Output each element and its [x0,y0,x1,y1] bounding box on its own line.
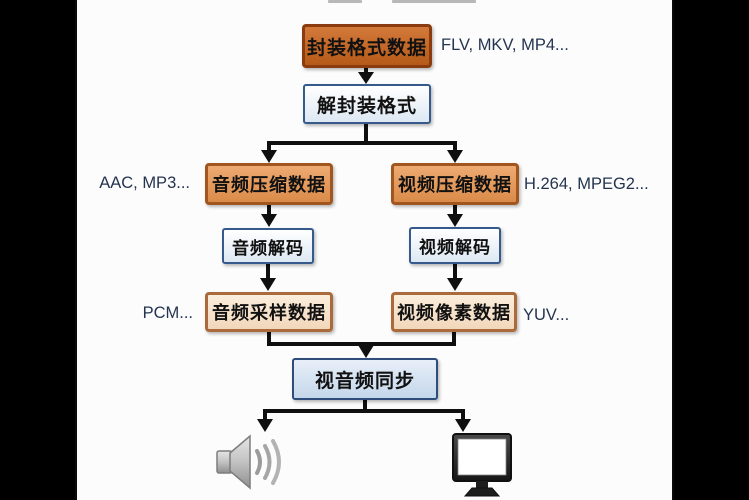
video-artifact [328,0,362,3]
annotation-audio-codecs: AAC, MP3... [99,174,190,192]
node-audio-compressed: 音频压缩数据 [205,163,333,205]
letterbox-right [676,0,749,500]
node-demux: 解封装格式 [303,84,431,124]
video-artifact [392,0,476,3]
node-muxed-data: 封装格式数据 [302,24,432,68]
frame-edge-left [75,0,77,500]
letterbox-left [0,0,74,500]
annotation-video-codecs: H.264, MPEG2... [524,175,649,193]
diagram-canvas [76,0,674,500]
node-video-decoder: 视频解码 [409,227,501,264]
node-audio-decoder: 音频解码 [222,228,314,264]
node-av-sync: 视音频同步 [292,358,438,400]
annotation-container-formats: FLV, MKV, MP4... [441,36,569,54]
node-audio-samples: 音频采样数据 [205,292,333,332]
node-video-compressed: 视频压缩数据 [391,163,519,205]
frame-edge-right [672,0,674,500]
node-video-pixels: 视频像素数据 [391,292,517,332]
annotation-video-raw-format: YUV... [523,306,570,324]
annotation-audio-raw-format: PCM... [142,304,193,322]
